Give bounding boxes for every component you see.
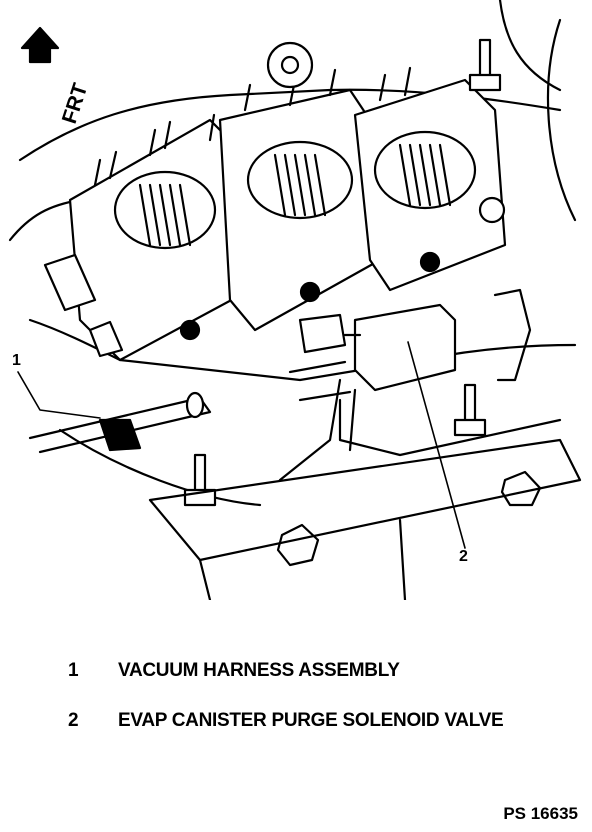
- purge-solenoid-valve: [278, 288, 532, 482]
- vacuum-harness: [28, 391, 212, 454]
- figure-code: PS 16635: [503, 804, 578, 823]
- coil-pack-2: [218, 68, 382, 332]
- leader-line-2: [407, 341, 466, 549]
- front-arrow-icon: [20, 26, 60, 64]
- legend-text: VACUUM HARNESS ASSEMBLY: [118, 660, 400, 681]
- callout-2: 2: [459, 548, 468, 565]
- leader-line-1: [17, 371, 101, 419]
- engine-illustration: FRT: [8, 0, 582, 600]
- coil-pack-3: [353, 66, 507, 292]
- frt-label: FRT: [58, 80, 93, 126]
- legend-number: 2: [68, 710, 79, 731]
- legend-number: 1: [68, 660, 79, 681]
- legend-text: EVAP CANISTER PURGE SOLENOID VALVE: [118, 710, 504, 731]
- coil-pack-1: [68, 113, 252, 362]
- callout-1: 1: [12, 352, 21, 369]
